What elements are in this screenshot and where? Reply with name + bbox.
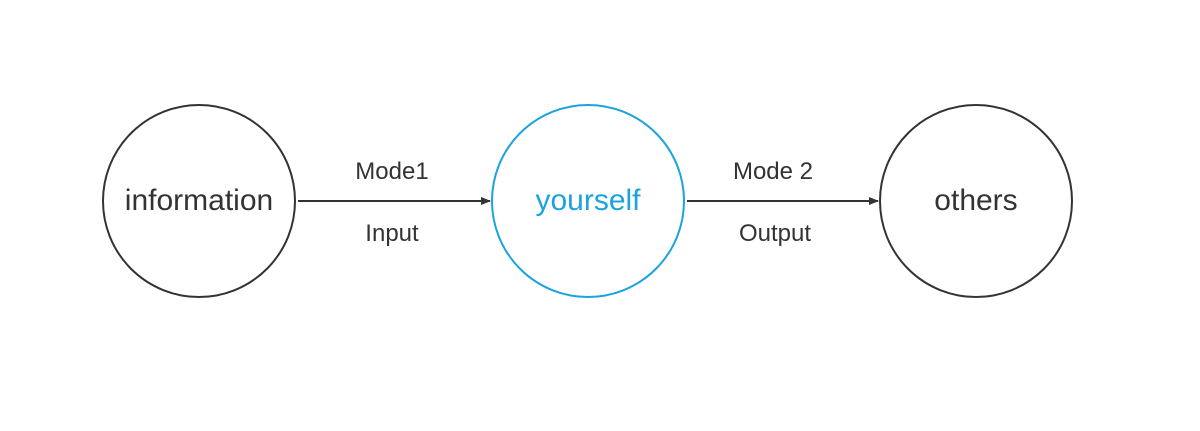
edge-label-output: Output [738, 220, 812, 247]
edge-label-mode2: Mode 2 [732, 158, 814, 185]
node-information-label: information [124, 184, 274, 217]
node-others: others [879, 104, 1073, 298]
node-yourself: yourself [491, 104, 685, 298]
node-yourself-label: yourself [535, 184, 641, 217]
node-others-label: others [934, 184, 1018, 217]
edge-label-mode1: Mode1 [355, 158, 429, 185]
edge-label-input: Input [365, 220, 419, 247]
node-information: information [102, 104, 296, 298]
